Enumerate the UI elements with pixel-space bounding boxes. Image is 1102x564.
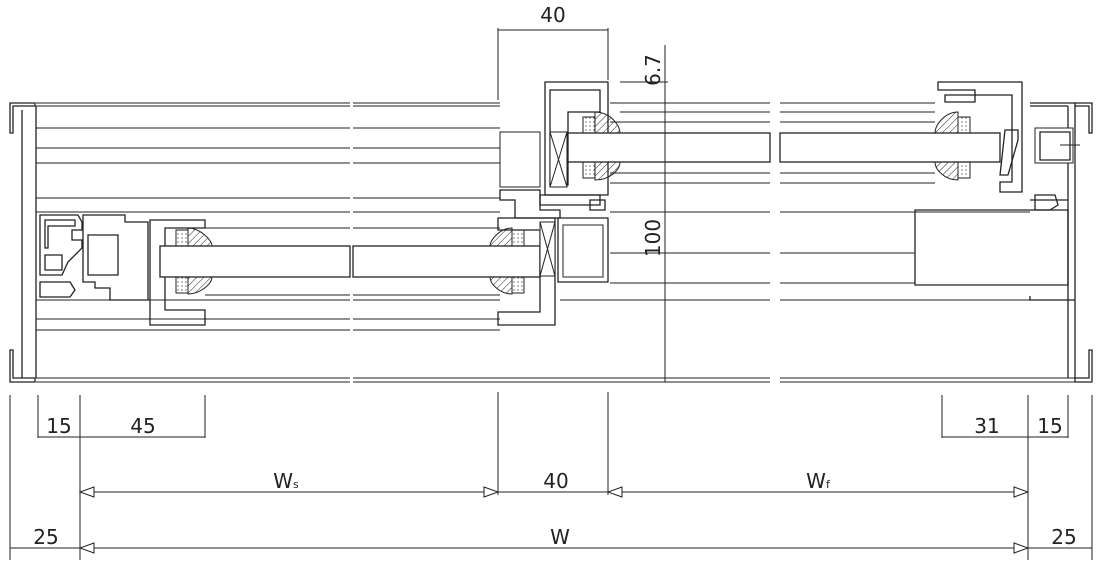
dim-middle: 40: [543, 469, 568, 493]
dim-top-offset: 6.7: [641, 54, 665, 86]
meeting-rail: [489, 81, 621, 326]
fixed-sash-right: [914, 81, 1080, 286]
dim-wf-label: Wf: [806, 469, 831, 493]
dim-wf-sub: f: [826, 478, 831, 491]
dim-left-edge: 15: [46, 414, 71, 438]
dim-ws-main: W: [273, 469, 293, 493]
dim-wf-main: W: [806, 469, 826, 493]
dimension-lines: [9, 28, 1093, 560]
glass-pane-lower: [159, 227, 541, 296]
dim-right-edge: 15: [1037, 414, 1062, 438]
dim-top-width: 40: [540, 3, 565, 27]
glass-pane-upper: [567, 111, 1001, 163]
dim-ws-label: Ws: [273, 469, 299, 493]
sliding-sash-left: [39, 214, 213, 326]
dim-left-profile: 45: [130, 414, 155, 438]
dimension-labels: 40 6.7 100 15 45 31 15 Ws 40 Wf 25 W 25: [33, 3, 1076, 549]
dim-left-margin: 25: [33, 525, 58, 549]
track-lines: [36, 102, 1030, 331]
dim-right-profile: 31: [974, 414, 999, 438]
dim-total-width: W: [550, 525, 570, 549]
dim-height: 100: [641, 219, 665, 257]
dim-ws-sub: s: [293, 478, 299, 491]
dim-right-margin: 25: [1051, 525, 1076, 549]
